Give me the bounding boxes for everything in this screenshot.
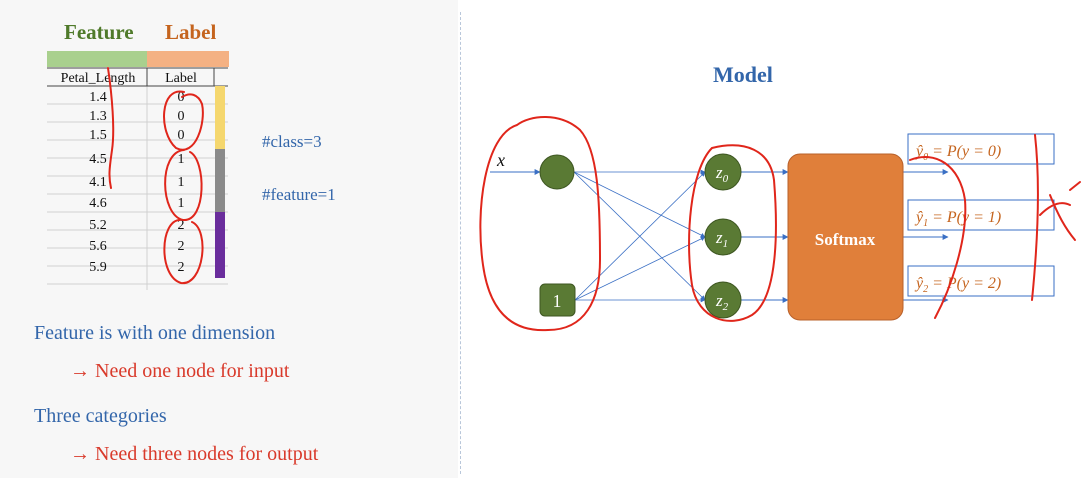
data-table: Petal_Length Label 1.4 0 1.3 0 1.5 0 4.5… bbox=[47, 67, 228, 290]
z-node-2: z2 bbox=[704, 281, 742, 319]
feature-header: Feature bbox=[64, 20, 134, 44]
svg-text:ŷ2 = P(y = 2): ŷ2 = P(y = 2) bbox=[914, 275, 1001, 295]
feature-count-note: #feature=1 bbox=[262, 185, 336, 204]
svg-text:z1: z1 bbox=[715, 228, 728, 250]
cell-length: 1.4 bbox=[89, 90, 107, 105]
left-panel bbox=[0, 0, 458, 478]
z-node-1: z1 bbox=[704, 218, 742, 256]
input-node bbox=[539, 154, 575, 190]
cell-length: 1.3 bbox=[89, 109, 107, 124]
svg-text:z2: z2 bbox=[715, 291, 729, 313]
svg-text:z0: z0 bbox=[715, 163, 729, 185]
output-box-0: ŷ0 = P(y = 0) bbox=[907, 133, 1055, 165]
class-2-color-bar bbox=[215, 212, 225, 278]
class-0-color-bar bbox=[215, 86, 225, 149]
panel-divider bbox=[460, 12, 461, 474]
cell-label: 2 bbox=[178, 239, 185, 254]
cell-label: 0 bbox=[178, 90, 185, 105]
cell-length: 4.1 bbox=[89, 175, 107, 190]
output-box-2: ŷ2 = P(y = 2) bbox=[907, 265, 1055, 297]
bullet-three-output-nodes: → Need three nodes for output bbox=[70, 443, 319, 465]
label-color-bar bbox=[147, 51, 229, 67]
cell-label: 2 bbox=[178, 218, 185, 233]
column-title-label: Label bbox=[165, 71, 197, 86]
column-title-petal-length: Petal_Length bbox=[61, 71, 136, 86]
feature-color-bar bbox=[47, 51, 147, 67]
class-1-color-bar bbox=[215, 149, 225, 212]
z-node-0: z0 bbox=[704, 153, 742, 191]
class-count-note: #class=3 bbox=[262, 132, 322, 151]
cell-label: 1 bbox=[178, 175, 185, 190]
cell-length: 5.6 bbox=[89, 239, 107, 254]
connection-lines bbox=[573, 169, 706, 303]
bias-label: 1 bbox=[553, 291, 562, 311]
cell-label: 0 bbox=[178, 128, 185, 143]
cell-length: 1.5 bbox=[89, 128, 107, 143]
cell-label: 0 bbox=[178, 109, 185, 124]
bullet-feature-dimension: Feature is with one dimension bbox=[34, 322, 276, 344]
bias-node bbox=[539, 283, 576, 317]
label-header: Label bbox=[165, 20, 217, 44]
input-label: x bbox=[496, 150, 505, 170]
cell-label: 1 bbox=[178, 196, 185, 211]
cell-length: 5.2 bbox=[89, 218, 107, 233]
cell-length: 4.6 bbox=[89, 196, 107, 211]
softmax-block bbox=[787, 153, 904, 321]
output-box-1: ŷ1 = P(y = 1) bbox=[907, 199, 1055, 231]
bullet-one-input-node: → Need one node for input bbox=[70, 360, 290, 382]
cell-label: 1 bbox=[178, 152, 185, 167]
cell-length: 5.9 bbox=[89, 260, 107, 275]
cell-label: 2 bbox=[178, 260, 185, 275]
softmax-label: Softmax bbox=[815, 230, 876, 249]
network-diagram: x 1 z0 z1 z2 Softmax ŷ0 = P(y = 0) ŷ1 = … bbox=[479, 116, 1081, 332]
table-annotations bbox=[107, 67, 204, 285]
model-annotations bbox=[479, 116, 1081, 332]
model-title: Model bbox=[713, 62, 773, 87]
bullet-three-categories: Three categories bbox=[34, 405, 167, 427]
cell-length: 4.5 bbox=[89, 152, 107, 167]
